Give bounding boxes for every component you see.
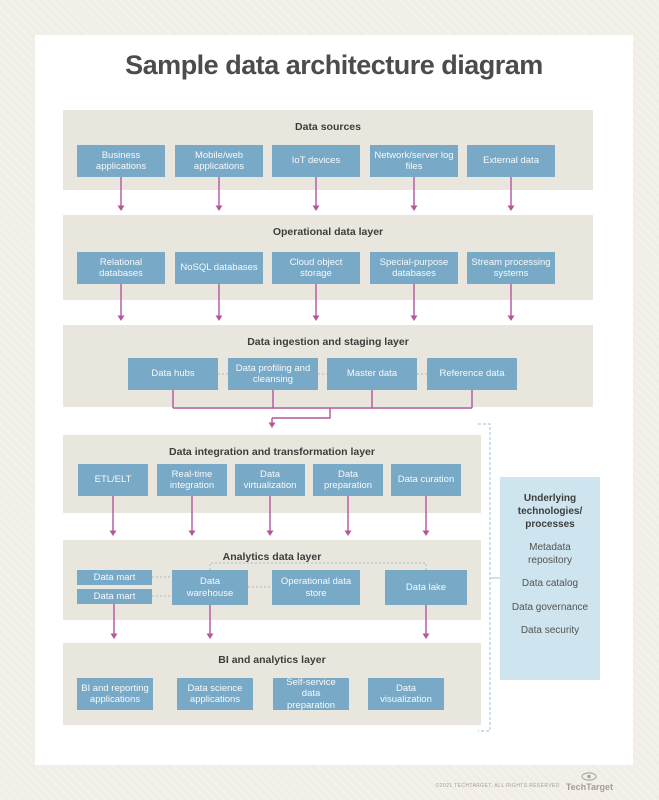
node-data-science-applications: Data science applications xyxy=(177,678,253,710)
side-panel-item-data-catalog: Data catalog xyxy=(521,578,579,589)
side-panel-item-data-governance: Data governance xyxy=(511,601,589,613)
node-data-curation: Data curation xyxy=(391,464,461,496)
side-panel: Underlying technologies/ processes Metad… xyxy=(500,477,600,680)
node-special-purpose-databases: Special-purpose databases xyxy=(370,252,458,284)
node-relational-databases: Relational databases xyxy=(77,252,165,284)
techtarget-eye-icon xyxy=(581,772,597,781)
node-reference-data: Reference data xyxy=(427,358,517,390)
layer-title: Data ingestion and staging layer xyxy=(247,336,409,348)
node-nosql-databases: NoSQL databases xyxy=(175,252,263,284)
node-operational-data-store: Operational data store xyxy=(272,570,360,605)
footer: ©2021 TECHTARGET, ALL RIGHTS RESERVED Te… xyxy=(436,772,613,792)
techtarget-wordmark: TechTarget xyxy=(565,782,613,792)
diagram-title: Sample data architecture diagram xyxy=(125,50,543,80)
layer-title: Data sources xyxy=(295,121,361,133)
copyright-text: ©2021 TECHTARGET, ALL RIGHTS RESERVED xyxy=(435,783,560,789)
node-network-server-log-files: Network/server log files xyxy=(370,145,458,177)
node-data-hubs: Data hubs xyxy=(128,358,218,390)
node-data-visualization: Data visualization xyxy=(368,678,444,710)
node-cloud-object-storage: Cloud object storage xyxy=(272,252,360,284)
node-data-virtualization: Data virtualization xyxy=(235,464,305,496)
layer-title: Operational data layer xyxy=(272,226,384,238)
node-bi-and-reporting-applications: BI and reporting applications xyxy=(77,678,153,710)
node-self-service-data-preparation: Self-service data preparation xyxy=(273,677,349,711)
techtarget-logo: TechTarget xyxy=(566,772,613,792)
layer-title: BI and analytics layer xyxy=(218,654,326,666)
node-etl-elt: ETL/ELT xyxy=(78,464,148,496)
node-external-data: External data xyxy=(467,145,555,177)
side-panel-item-metadata-repository: Metadata repository xyxy=(528,542,572,566)
layer-title: Data integration and transformation laye… xyxy=(169,446,375,458)
node-data-profiling-and-cleansing: Data profiling and cleansing xyxy=(228,358,318,390)
side-panel-title: Underlying technologies/ processes xyxy=(517,493,583,530)
node-data-mart: Data mart xyxy=(77,589,152,604)
layer-title: Analytics data layer xyxy=(222,551,322,563)
node-data-preparation: Data preparation xyxy=(313,464,383,496)
node-iot-devices: IoT devices xyxy=(272,145,360,177)
side-panel-item-data-security: Data security xyxy=(520,625,580,636)
node-real-time-integration: Real-time integration xyxy=(157,464,227,496)
node-data-warehouse: Data warehouse xyxy=(172,570,248,605)
node-data-lake: Data lake xyxy=(385,570,467,605)
node-stream-processing-systems: Stream processing systems xyxy=(467,252,555,284)
node-business-applications: Business applications xyxy=(77,145,165,177)
node-data-mart: Data mart xyxy=(77,570,152,585)
node-mobile-web-applications: Mobile/web applications xyxy=(175,145,263,177)
node-master-data: Master data xyxy=(327,358,417,390)
